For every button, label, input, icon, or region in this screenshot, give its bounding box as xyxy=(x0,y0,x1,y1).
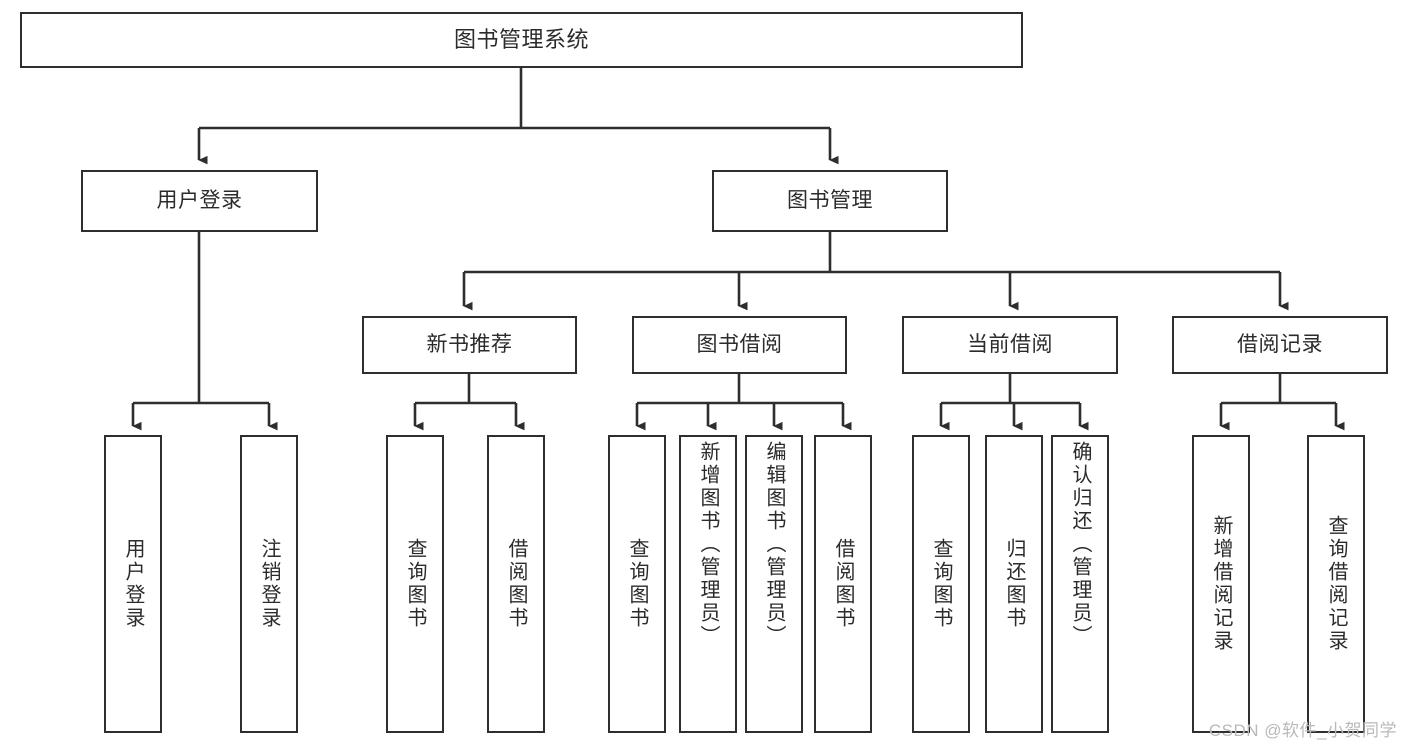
node-book-manage-label: 图书管理 xyxy=(787,189,873,213)
leaf-add-record[interactable]: 新增借阅记录 xyxy=(1192,435,1250,733)
node-borrow-record-label: 借阅记录 xyxy=(1237,333,1323,357)
leaf-query-book-2-label: 查询图书 xyxy=(626,538,648,630)
leaf-user-login-label: 用户登录 xyxy=(122,538,144,630)
leaf-query-book-3-label: 查询图书 xyxy=(930,538,952,630)
node-user-login-label: 用户登录 xyxy=(156,189,243,213)
leaf-user-logout-label: 注销登录 xyxy=(258,538,280,630)
leaf-edit-book[interactable]: 编辑图书（管理员） xyxy=(745,435,803,733)
leaf-return-book[interactable]: 归还图书 xyxy=(985,435,1043,733)
leaf-edit-book-label: 编辑图书（管理员） xyxy=(763,441,785,648)
node-new-book-recommend[interactable]: 新书推荐 xyxy=(362,316,577,374)
node-borrow-record[interactable]: 借阅记录 xyxy=(1172,316,1388,374)
node-root[interactable]: 图书管理系统 xyxy=(20,12,1023,68)
leaf-confirm-return[interactable]: 确认归还（管理员） xyxy=(1051,435,1109,733)
leaf-borrow-book-1[interactable]: 借阅图书 xyxy=(487,435,545,733)
node-current-borrow-label: 当前借阅 xyxy=(967,333,1053,357)
node-current-borrow[interactable]: 当前借阅 xyxy=(902,316,1118,374)
leaf-user-login[interactable]: 用户登录 xyxy=(104,435,162,733)
leaf-borrow-book-1-label: 借阅图书 xyxy=(505,538,527,630)
node-book-manage[interactable]: 图书管理 xyxy=(712,170,948,232)
leaf-add-record-label: 新增借阅记录 xyxy=(1210,515,1232,653)
node-new-book-recommend-label: 新书推荐 xyxy=(426,333,513,357)
leaf-query-book-1-label: 查询图书 xyxy=(404,538,426,630)
node-root-label: 图书管理系统 xyxy=(453,26,589,52)
leaf-borrow-book-2[interactable]: 借阅图书 xyxy=(814,435,872,733)
leaf-query-record[interactable]: 查询借阅记录 xyxy=(1307,435,1365,733)
node-book-borrow[interactable]: 图书借阅 xyxy=(632,316,847,374)
leaf-query-book-1[interactable]: 查询图书 xyxy=(386,435,444,733)
node-book-borrow-label: 图书借阅 xyxy=(696,333,783,357)
leaf-user-logout[interactable]: 注销登录 xyxy=(240,435,298,733)
leaf-return-book-label: 归还图书 xyxy=(1003,538,1025,630)
leaf-add-book[interactable]: 新增图书（管理员） xyxy=(679,435,737,733)
leaf-confirm-return-label: 确认归还（管理员） xyxy=(1069,441,1091,648)
leaf-add-book-label: 新增图书（管理员） xyxy=(697,441,719,648)
node-user-login[interactable]: 用户登录 xyxy=(81,170,318,232)
leaf-query-record-label: 查询借阅记录 xyxy=(1325,515,1347,653)
csdn-watermark: CSDN @软件_小贺同学 xyxy=(1208,721,1397,740)
leaf-query-book-2[interactable]: 查询图书 xyxy=(608,435,666,733)
leaf-query-book-3[interactable]: 查询图书 xyxy=(912,435,970,733)
leaf-borrow-book-2-label: 借阅图书 xyxy=(832,538,854,630)
